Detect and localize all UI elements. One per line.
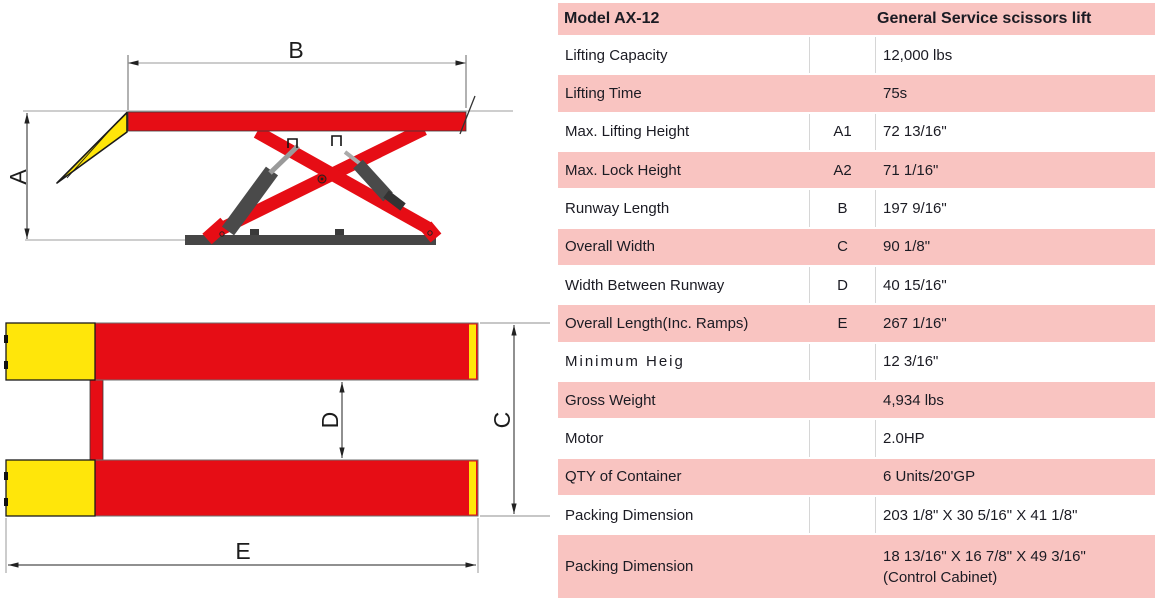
model-name: Model AX-12 <box>564 10 660 27</box>
spec-value: 12,000 lbs <box>883 46 953 64</box>
dimension-C: C <box>480 322 550 517</box>
spec-value: 2.0HP <box>883 430 925 448</box>
dimension-A: A <box>5 113 31 239</box>
spec-dimension-code <box>810 420 876 457</box>
spec-value: 12 3/16" <box>883 353 939 371</box>
dimension-label-C: C <box>489 412 515 429</box>
spec-label: Max. Lock Height <box>558 152 810 189</box>
runway-bottom <box>4 459 479 517</box>
spec-row: Packing Dimension 18 13/16" X 16 7/8" X 4… <box>558 533 1155 598</box>
spec-row: Gross Weight 4,934 lbs <box>558 380 1155 419</box>
side-view-diagram: B A <box>5 37 513 245</box>
spec-dimension-code <box>810 497 876 534</box>
spec-value: 90 1/8" <box>883 238 931 256</box>
crossbeam <box>89 377 104 461</box>
spec-label: Lifting Time <box>558 75 810 112</box>
lift-base <box>185 235 436 245</box>
spec-label: Overall Width <box>558 228 810 266</box>
left-cylinder-rod <box>268 144 300 175</box>
spec-value: 4,934 lbs <box>883 391 944 409</box>
spec-dimension-code <box>810 535 876 598</box>
spec-table: Model AX-12 General Service scissors lif… <box>558 3 1155 598</box>
spec-dimension-code <box>810 75 876 112</box>
spec-dimension-code: A2 <box>810 152 876 189</box>
dimension-label-A: A <box>5 169 31 185</box>
spec-row: QTY of Container 6 Units/20'GP <box>558 456 1155 496</box>
spec-table-header: Model AX-12 General Service scissors lif… <box>558 3 1155 35</box>
approach-ramp <box>56 111 128 184</box>
spec-dimension-code: D <box>810 267 876 304</box>
spec-row: Overall Length(Inc. Ramps)E 267 1/16" <box>558 303 1155 342</box>
spec-label: Runway Length <box>558 190 810 227</box>
dimension-label-E: E <box>235 538 250 564</box>
right-cylinder-end <box>383 190 406 211</box>
cylinder-bracket <box>331 135 342 146</box>
spec-row: Motor 2.0HP <box>558 418 1155 457</box>
left-cylinder <box>221 166 279 236</box>
spec-label: Packing Dimension <box>558 535 810 598</box>
cylinder-bracket <box>287 138 298 148</box>
base-tab <box>250 229 259 235</box>
spec-label: Width Between Runway <box>558 267 810 304</box>
spec-value: 40 15/16" <box>883 276 947 294</box>
spec-label: Minimum Heig <box>558 343 810 381</box>
runway-top <box>4 322 479 381</box>
spec-value: 75s <box>883 85 908 103</box>
spec-value: 71 1/16" <box>883 161 939 179</box>
spec-label: Overall Length(Inc. Ramps) <box>558 305 810 342</box>
spec-dimension-code <box>810 37 876 74</box>
spec-value: 203 1/8" X 30 5/16" X 41 1/8" <box>883 506 1078 524</box>
dimension-B: B <box>127 37 467 110</box>
spec-value: 197 9/16" <box>883 200 947 218</box>
spec-dimension-code <box>810 382 876 419</box>
spec-label: Motor <box>558 420 810 457</box>
runway-platform <box>127 111 467 132</box>
spec-dimension-code <box>810 458 876 496</box>
spec-row: Packing Dimension 203 1/8" X 30 5/16" X 4… <box>558 495 1155 534</box>
dimension-label-B: B <box>288 37 303 63</box>
spec-dimension-code: A1 <box>810 113 876 151</box>
spec-label: Packing Dimension <box>558 497 810 534</box>
spec-row: Minimum Heig 12 3/16" <box>558 341 1155 381</box>
dimension-E: E <box>5 518 479 573</box>
spec-label: Gross Weight <box>558 382 810 419</box>
dimension-D: D <box>317 382 345 458</box>
base-tab <box>335 229 344 235</box>
top-view-diagram: D C E <box>4 322 550 573</box>
spec-row: Lifting Time 75s <box>558 73 1155 112</box>
spec-dimension-code: C <box>810 228 876 266</box>
spec-value: 267 1/16" <box>883 315 947 333</box>
spec-dimension-code: B <box>810 190 876 227</box>
spec-dimension-code <box>810 343 876 381</box>
spec-dimension-code: E <box>810 305 876 342</box>
platform-end-tick <box>459 95 476 135</box>
spec-value: 18 13/16" X 16 7/8" X 49 3/16"(Control C… <box>883 547 1086 586</box>
spec-value: 6 Units/20'GP <box>883 468 976 486</box>
spec-label: QTY of Container <box>558 458 810 496</box>
spec-row: Lifting Capacity 12,000 lbs <box>558 35 1155 74</box>
right-cylinder <box>353 159 393 202</box>
dimension-label-D: D <box>317 412 343 429</box>
spec-label: Lifting Capacity <box>558 37 810 74</box>
spec-label: Max. Lifting Height <box>558 113 810 151</box>
product-title: General Service scissors lift <box>877 10 1092 27</box>
spec-value: 72 13/16" <box>883 123 947 141</box>
scissor-mechanism <box>202 123 442 245</box>
